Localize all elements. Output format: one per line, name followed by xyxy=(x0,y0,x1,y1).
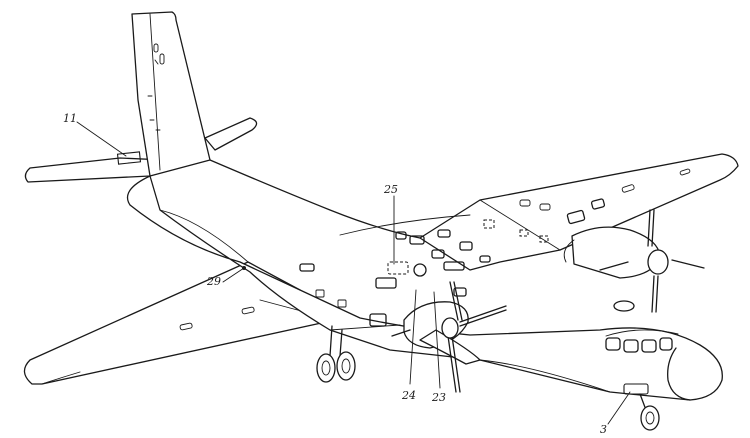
main-landing-gear xyxy=(316,325,356,383)
callout-11: 11 xyxy=(63,112,77,125)
horizontal-stabilizer xyxy=(24,117,258,183)
right-wing xyxy=(419,153,739,271)
nose-landing-gear xyxy=(639,393,660,431)
leader-lines xyxy=(76,121,631,425)
callout-3: 3 xyxy=(600,423,607,436)
callout-29: 29 xyxy=(207,275,221,288)
right-engine xyxy=(563,209,705,313)
callout-25: 25 xyxy=(384,183,398,196)
center-panels xyxy=(299,214,491,331)
vertical-fin xyxy=(131,11,211,177)
callout-24: 24 xyxy=(402,389,416,402)
left-wing xyxy=(23,261,347,385)
callout-23: 23 xyxy=(432,391,446,404)
